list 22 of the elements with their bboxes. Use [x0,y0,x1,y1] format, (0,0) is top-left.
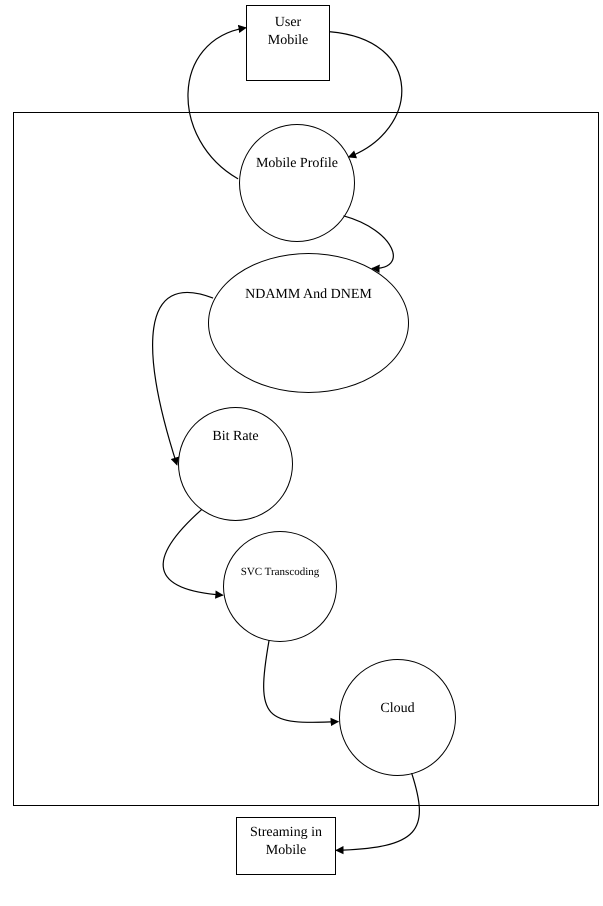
curved-arrow [152,292,214,466]
process-circle [223,531,337,642]
node-label: Bit Rate [211,428,260,446]
node-label: Streaming in Mobile [249,824,323,859]
frame-box [13,112,599,806]
process-circle [178,407,293,521]
process-circle [208,253,409,393]
node-label: SVC Transcoding [240,566,320,580]
curved-arrow [187,26,247,180]
curved-arrow [330,31,402,158]
curved-arrow [343,215,394,272]
process-circle [239,124,355,242]
process-box [236,817,336,875]
curved-arrow [162,509,224,598]
curved-arrow [263,640,340,726]
curved-arrow [335,772,420,854]
node-label: User Mobile [266,14,310,49]
process-circle [339,659,456,776]
node-label: Cloud [379,700,416,718]
process-box [246,5,330,81]
node-label: NDAMM And DNEM [244,286,373,304]
node-label: Mobile Profile [254,155,340,172]
